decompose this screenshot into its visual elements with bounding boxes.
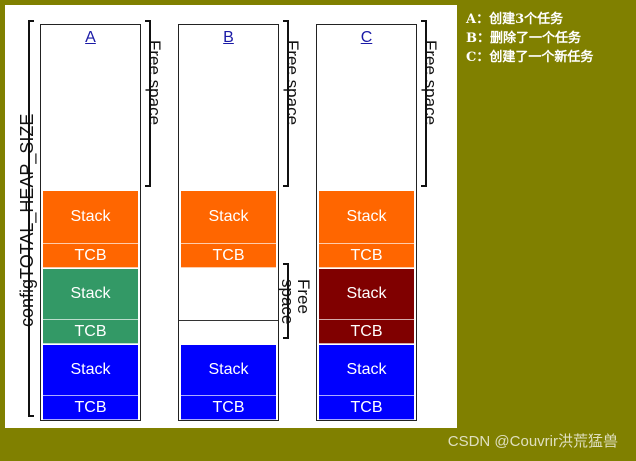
stack-block-c1: Stack bbox=[319, 191, 414, 244]
tcb-block-c3: TCB bbox=[319, 396, 414, 420]
heap-column-c: C Stack TCB Stack TCB Stack TCB bbox=[316, 24, 417, 421]
free-space-label-c: Free space bbox=[421, 40, 440, 126]
stack-block-a1: Stack bbox=[43, 191, 138, 244]
free-space-label-a: Free space bbox=[145, 40, 164, 126]
column-label-b: B bbox=[223, 29, 234, 46]
stack-block-c3: Stack bbox=[319, 345, 414, 396]
stack-block-b2: Stack bbox=[181, 345, 276, 396]
tcb-block-c2: TCB bbox=[319, 320, 414, 344]
heap-size-label: configTOTAL_HEAP_SIZE bbox=[17, 113, 37, 327]
tcb-block-a2: TCB bbox=[43, 320, 138, 344]
tcb-block-b2: TCB bbox=[181, 396, 276, 420]
watermark: CSDN @Couvrir洪荒猛兽 bbox=[447, 433, 618, 450]
free-space-bracket-c bbox=[421, 20, 427, 187]
legend-item-b: B：删除了一个任务 bbox=[466, 31, 581, 46]
free-space-bracket-b-small bbox=[283, 263, 289, 339]
heap-diagram-panel: configTOTAL_HEAP_SIZE A Stack TCB Stack … bbox=[5, 5, 457, 428]
heap-column-b: B Stack TCB Stack TCB bbox=[178, 24, 279, 421]
column-label-a: A bbox=[85, 29, 96, 46]
tcb-block-b1: TCB bbox=[181, 244, 276, 268]
column-label-c: C bbox=[360, 29, 373, 46]
heap-size-bracket bbox=[28, 20, 34, 417]
stack-block-a2: Stack bbox=[43, 269, 138, 320]
free-space-label-b-small-line2: space bbox=[278, 279, 297, 325]
stack-block-a3: Stack bbox=[43, 345, 138, 396]
free-space-bracket-b bbox=[283, 20, 289, 187]
legend: A：创建3个任务 B：删除了一个任务 C：创建了一个新任务 bbox=[466, 10, 593, 67]
freed-block-divider bbox=[179, 320, 278, 321]
legend-item-c: C：创建了一个新任务 bbox=[466, 50, 594, 65]
stack-block-b1: Stack bbox=[181, 191, 276, 244]
legend-item-a: A：创建3个任务 bbox=[466, 12, 564, 27]
heap-column-a: A Stack TCB Stack TCB Stack TCB bbox=[40, 24, 141, 421]
free-space-label-b: Free space bbox=[283, 40, 302, 126]
tcb-block-c1: TCB bbox=[319, 244, 414, 268]
tcb-block-a3: TCB bbox=[43, 396, 138, 420]
stack-block-c2: Stack bbox=[319, 269, 414, 320]
free-space-bracket-a bbox=[145, 20, 151, 187]
free-space-label-b-small-line1: Free bbox=[294, 279, 313, 314]
tcb-block-a1: TCB bbox=[43, 244, 138, 268]
